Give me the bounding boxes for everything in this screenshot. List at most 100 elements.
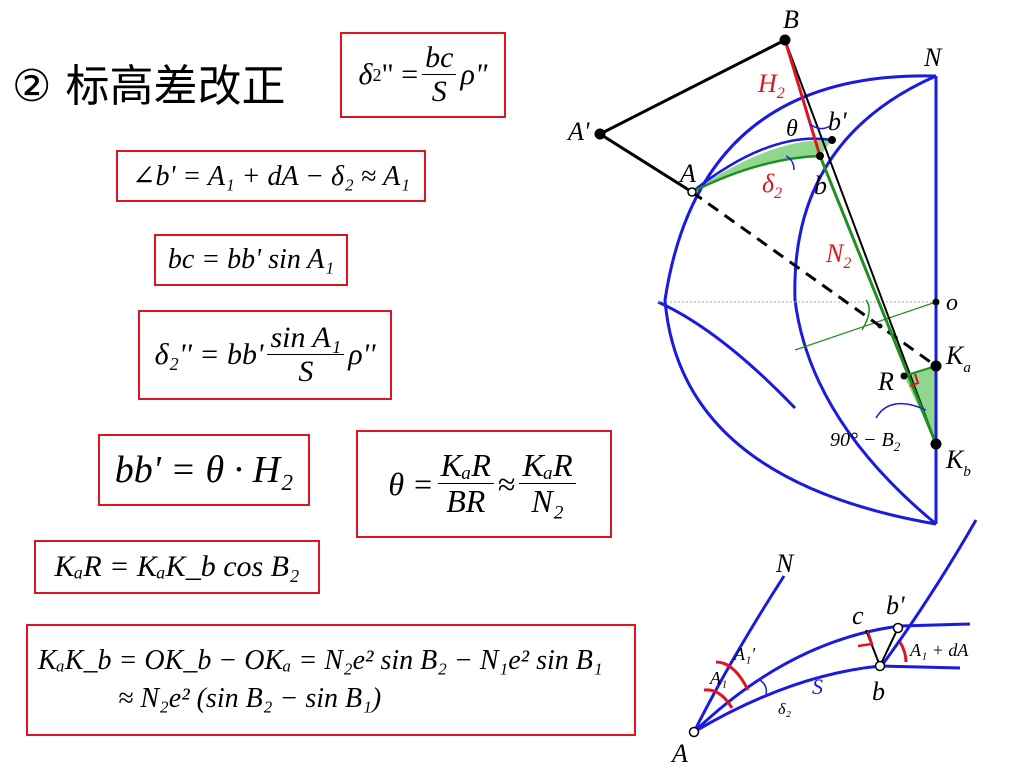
label-90-b2: 90° − B2	[830, 429, 901, 454]
theta-arc	[809, 123, 831, 130]
f5-text: bb' = θ · H₂	[114, 449, 294, 491]
dashed-line-a-ka	[691, 190, 937, 368]
formula-box-8: KₐK_b = OK_b − OKₐ = N₂e² sin B₂ − N₁e² …	[26, 624, 636, 736]
arc-a1-prime	[715, 660, 750, 691]
height-segment-h2	[783, 39, 822, 157]
point-o	[932, 298, 940, 306]
line-b-kb	[784, 39, 937, 445]
point-ka	[930, 360, 942, 372]
label-n2: N2	[825, 239, 851, 272]
point-center	[877, 323, 883, 329]
green-shaded-region	[692, 139, 832, 192]
formula-box-5: bb' = θ · H₂	[98, 434, 310, 506]
f1-lhs: δ	[358, 58, 373, 91]
label-n-bottom: N	[775, 549, 795, 578]
label-b-prime: b'	[828, 107, 847, 136]
label-a1-prime: A₁'	[733, 644, 756, 664]
label-b-bottom: b	[872, 677, 885, 706]
line-aprime-a	[599, 132, 693, 194]
f3-text: bc = bb' sin A₁	[167, 244, 335, 275]
f6-den1: BR	[446, 482, 486, 519]
f6-approx: ≈	[497, 465, 516, 502]
point-b	[816, 152, 824, 160]
point-a	[687, 187, 697, 197]
label-bprime-bottom: b'	[886, 591, 905, 620]
formula-box-4: δ₂'' = bb' sin A₁ S ρ''	[138, 310, 392, 400]
f1-sub: 2	[372, 64, 382, 85]
arc-a1-dA	[898, 641, 908, 663]
f8-line2: ≈ N₂e² (sin B₂ − sin B₁)	[118, 683, 382, 714]
f4-den: S	[298, 354, 314, 388]
normal-segment-n2	[818, 155, 938, 445]
line-aprime-b	[599, 38, 786, 136]
f6-lhs: θ =	[388, 465, 434, 502]
ka-r-segment	[903, 365, 937, 377]
normal-angle-arc	[861, 299, 870, 331]
label-theta: θ	[786, 116, 798, 142]
parallel-arc	[691, 137, 833, 193]
label-h2: H2	[757, 69, 785, 102]
f4-fraction: sin A₁ S	[267, 322, 345, 388]
point-bprime-bottom	[892, 622, 904, 634]
slide-title: ② 标高差改正	[12, 52, 312, 122]
title-text: 标高差改正	[65, 61, 286, 112]
meridian-curve-b	[878, 519, 978, 669]
f1-num: bc	[422, 42, 457, 75]
radial-line	[794, 301, 937, 351]
label-s: S	[812, 674, 823, 699]
f1-rhs: ρ"	[460, 58, 488, 91]
f6-fraction-2: KₐR N₂	[519, 449, 576, 519]
segment-b-bprime	[879, 627, 899, 667]
f6-num1: KₐR	[437, 449, 494, 484]
f1-mid: " =	[381, 58, 419, 91]
curve-a-b	[693, 664, 961, 734]
label-a-bottom: A	[670, 739, 688, 768]
arc-delta2	[759, 679, 768, 695]
formula-box-2: ∠b' = A₁ + dA − δ₂ ≈ A₁	[116, 150, 426, 202]
point-b-prime	[828, 136, 836, 144]
label-r: R	[877, 367, 894, 396]
label-a-prime: A'	[566, 117, 590, 146]
label-b: b	[814, 171, 827, 200]
label-a1-plus-da: A₁ + dA	[909, 640, 969, 660]
delta2-arc	[785, 155, 795, 171]
label-delta2-bottom: δ₂	[778, 701, 791, 718]
point-b-top	[779, 34, 791, 46]
label-a: A	[678, 159, 696, 188]
label-a1: A₁	[709, 668, 727, 688]
label-ka: Ka	[945, 341, 971, 376]
meridian-inner-arc	[793, 74, 937, 526]
point-b-bottom	[874, 660, 886, 672]
label-b-top: B	[783, 5, 799, 34]
circled-number: ②	[12, 61, 52, 112]
point-kb	[930, 438, 942, 450]
formula-box-7: KₐR = KₐK_b cos B₂	[34, 540, 320, 594]
right-angle-mark-c	[857, 631, 874, 648]
f4-lhs: δ₂'' = bb'	[154, 338, 264, 371]
point-a-bottom	[688, 726, 700, 738]
right-angle-mark-r	[909, 373, 920, 387]
label-delta2: δ2	[762, 169, 782, 202]
f7-text: KₐR = KₐK_b cos B₂	[54, 550, 300, 583]
f6-den2: N₂	[531, 482, 564, 519]
f8-line1: KₐK_b = OK_b − OKₐ = N₂e² sin B₂ − N₁e² …	[38, 645, 603, 676]
label-n-top: N	[923, 43, 943, 72]
arc-a1	[703, 688, 734, 709]
label-kb: Kb	[945, 445, 971, 480]
meridian-curve	[692, 575, 786, 733]
point-r	[900, 372, 908, 380]
f4-num: sin A₁	[267, 322, 345, 355]
angle-arc-90-b2	[875, 402, 927, 419]
curve-a-bprime	[692, 622, 971, 734]
f6-num2: KₐR	[519, 449, 576, 484]
geodesic-arc	[691, 154, 821, 194]
point-a-prime	[594, 128, 606, 140]
formula-box-3: bc = bb' sin A₁	[154, 234, 348, 286]
label-o: o	[946, 290, 958, 316]
f2-text: ∠b' = A₁ + dA − δ₂ ≈ A₁	[131, 161, 411, 192]
label-c: c	[852, 601, 864, 630]
f1-den: S	[431, 74, 447, 108]
